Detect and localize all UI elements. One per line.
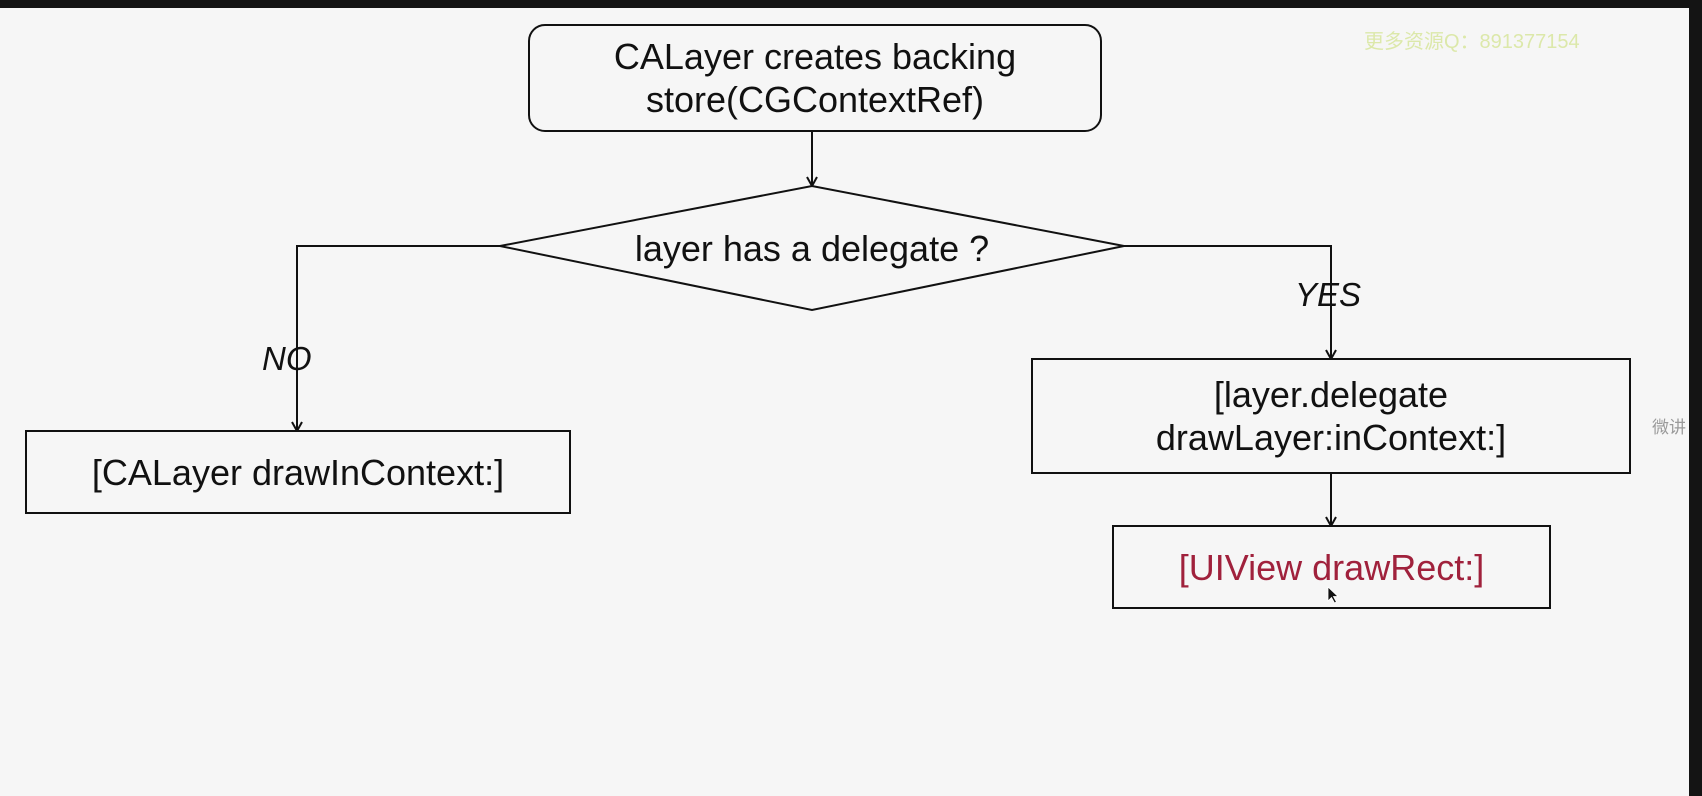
decision-to-no-connector bbox=[297, 245, 500, 431]
flowchart-diagram bbox=[25, 24, 1631, 609]
no-action-node bbox=[25, 430, 571, 514]
drawrect-node-text: [UIView drawRect:] bbox=[1178, 546, 1485, 588]
delegate-action-node bbox=[1031, 358, 1631, 474]
start-node-text: CALayer creates backing store(CGContextR… bbox=[613, 36, 1017, 120]
no-action-node-text: [CALayer drawInContext:] bbox=[91, 451, 505, 493]
no-branch-label: NO bbox=[262, 340, 312, 377]
yes-branch-label: YES bbox=[1295, 276, 1362, 313]
mouse-cursor-icon bbox=[1327, 586, 1339, 604]
start-node bbox=[528, 24, 1102, 132]
decision-to-yes-connector bbox=[1124, 245, 1331, 359]
delegate-action-node-text: [layer.delegate drawLayer:inContext:] bbox=[1155, 374, 1507, 458]
decision-node bbox=[499, 184, 1125, 312]
resource-watermark: 更多资源Q：891377154 bbox=[1364, 31, 1580, 53]
cropped-side-note: 微讲 bbox=[1652, 418, 1686, 437]
flowchart-connectors bbox=[297, 131, 1331, 526]
slide-canvas: CALayer creates backing store(CGContextR… bbox=[0, 8, 1689, 796]
decision-node-text: layer has a delegate ? bbox=[634, 227, 990, 269]
